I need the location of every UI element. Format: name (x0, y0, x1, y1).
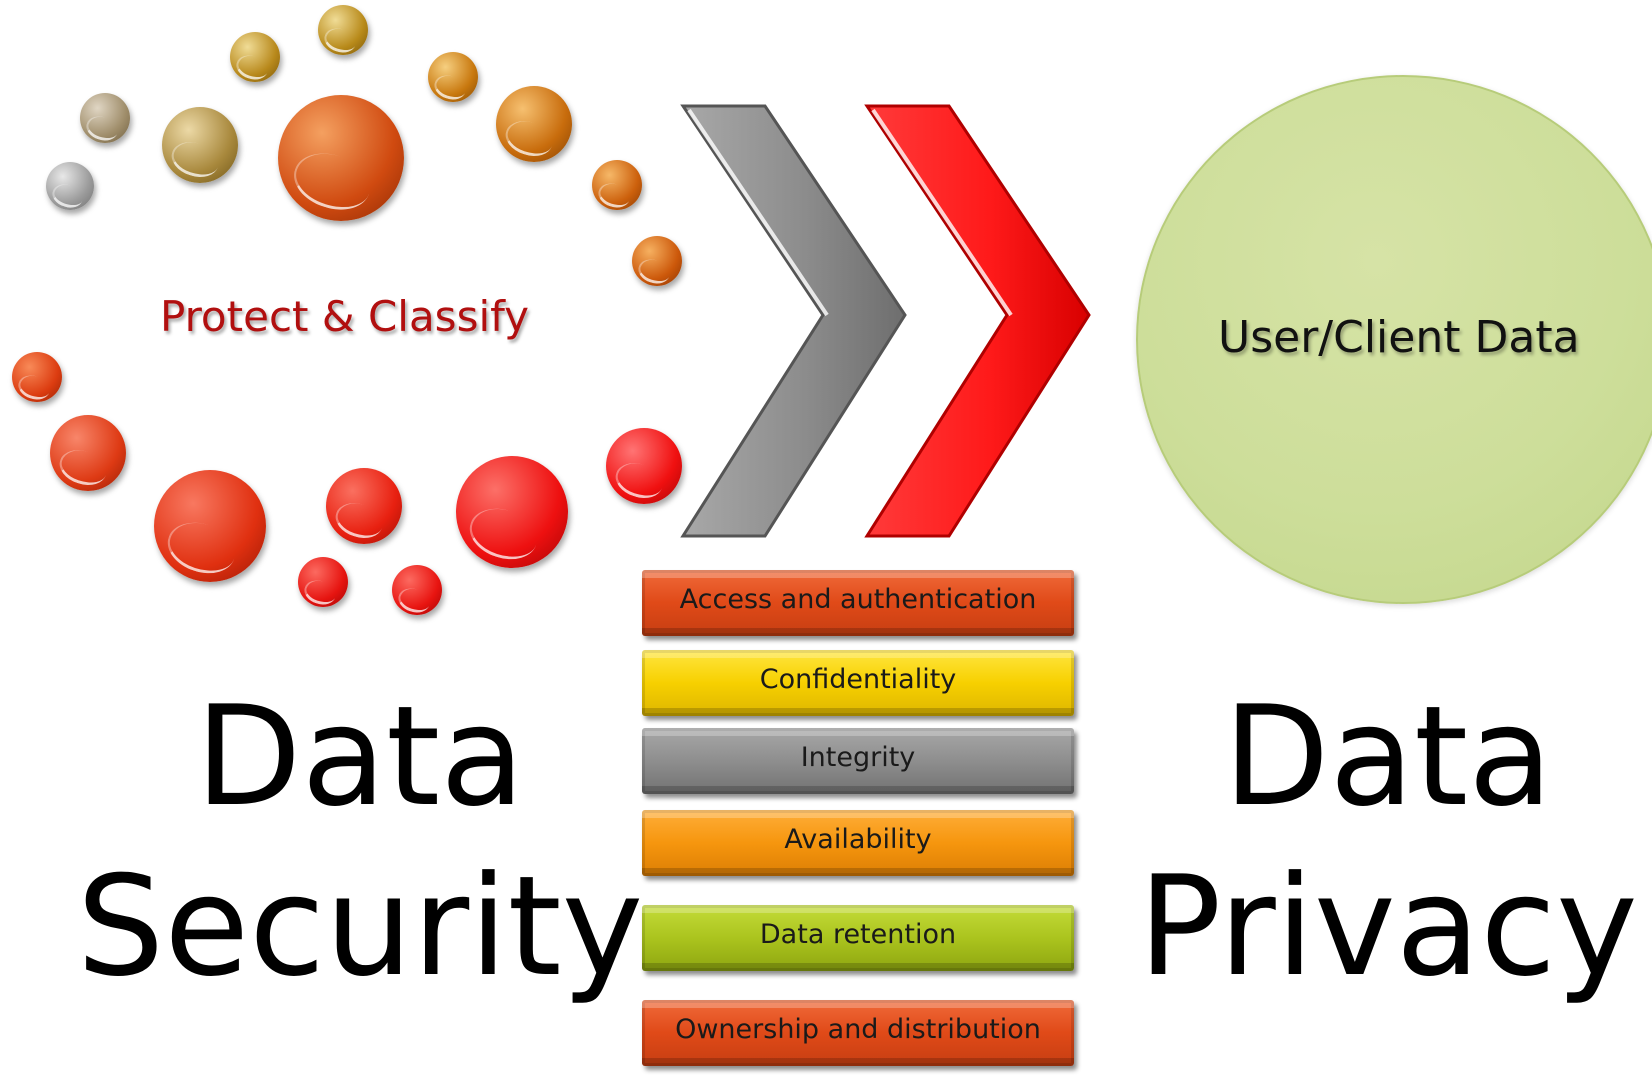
bar-data-retention: Data retention (642, 905, 1074, 971)
bar-ownership-distribution: Ownership and distribution (642, 1000, 1074, 1066)
bar-confidentiality-label: Confidentiality (759, 664, 957, 695)
bubble-gold-1 (230, 32, 280, 82)
red-chevron (864, 104, 1091, 538)
bubble-red-large-1 (154, 470, 266, 582)
bubble-red-4 (606, 428, 682, 504)
protect-classify-label: Protect & Classify (160, 292, 530, 341)
data-security-title: Data Security (60, 672, 660, 1012)
bubble-red-small-2 (298, 557, 348, 607)
red-chevron-highlight (871, 108, 1013, 317)
bar-confidentiality: Confidentiality (642, 650, 1074, 716)
data-privacy-line1: Data (1223, 676, 1553, 837)
bubble-red-small-1 (12, 352, 62, 402)
bubble-red-large-2 (456, 456, 568, 568)
bubble-olive-1 (162, 107, 238, 183)
bubble-orange-large (278, 95, 404, 221)
bar-integrity-label: Integrity (800, 742, 916, 773)
data-security-line1: Data (195, 676, 525, 837)
bar-data-retention-label: Data retention (759, 919, 957, 950)
gray-chevron-highlight (687, 108, 829, 317)
bubble-red-small-3 (392, 565, 442, 615)
user-client-data-label: User/Client Data (1218, 312, 1580, 363)
bubble-amber-2 (496, 86, 572, 162)
bubble-amber-4 (632, 236, 682, 286)
bar-ownership-distribution-label: Ownership and distribution (675, 1014, 1041, 1045)
bar-access-authentication-label: Access and authentication (679, 584, 1037, 615)
bar-access-authentication: Access and authentication (642, 570, 1074, 636)
data-security-line2: Security (76, 846, 644, 1007)
user-client-data-circle (1136, 75, 1652, 604)
bubble-red-3 (326, 468, 402, 544)
bubble-amber-3 (592, 160, 642, 210)
chevron-arrows (680, 104, 1091, 538)
bar-integrity: Integrity (642, 728, 1074, 794)
gray-chevron (680, 104, 907, 538)
data-privacy-line2: Privacy (1138, 846, 1638, 1007)
bubble-amber-1 (428, 52, 478, 102)
bubble-gray-1 (46, 162, 94, 210)
data-privacy-title: Data Privacy (1128, 672, 1648, 1012)
bubble-red-2 (50, 415, 126, 491)
bar-availability-label: Availability (784, 824, 932, 855)
bubble-gold-2 (318, 5, 368, 55)
bubble-taupe-1 (80, 93, 130, 143)
bar-availability: Availability (642, 810, 1074, 876)
